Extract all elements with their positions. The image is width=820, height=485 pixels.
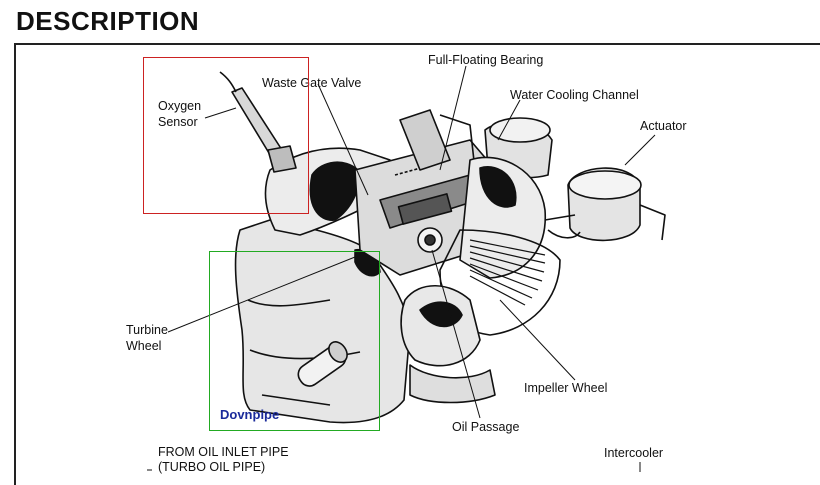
label-impeller-wheel: Impeller Wheel <box>524 381 608 395</box>
caption-oil-inlet: FROM OIL INLET PIPE <box>158 445 289 459</box>
label-turbine-wheel: Turbine Wheel <box>126 323 168 353</box>
diagram-frame <box>14 43 820 485</box>
label-actuator: Actuator <box>640 119 687 133</box>
oxygen-sensor-highlight-box <box>143 57 309 214</box>
label-oxygen-sensor: Oxygen Sensor <box>158 99 202 129</box>
label-waste-gate-valve: Waste Gate Valve <box>262 76 362 90</box>
caption-turbo-oil-pipe: (TURBO OIL PIPE) <box>158 460 266 474</box>
page-title: DESCRIPTION <box>16 6 200 36</box>
downpipe-label: Dovnpipe <box>220 407 280 422</box>
turbine-volute <box>309 161 360 221</box>
compressor-volute <box>459 156 546 279</box>
label-water-cooling-channel: Water Cooling Channel <box>510 88 639 102</box>
label-full-floating-bearing: Full-Floating Bearing <box>428 53 544 67</box>
downpipe-highlight-box <box>209 251 380 431</box>
impeller-blades <box>469 239 546 306</box>
label-oil-passage: Oil Passage <box>452 420 520 434</box>
label-intercooler: Intercooler <box>604 446 664 460</box>
leader-lines <box>147 65 656 472</box>
